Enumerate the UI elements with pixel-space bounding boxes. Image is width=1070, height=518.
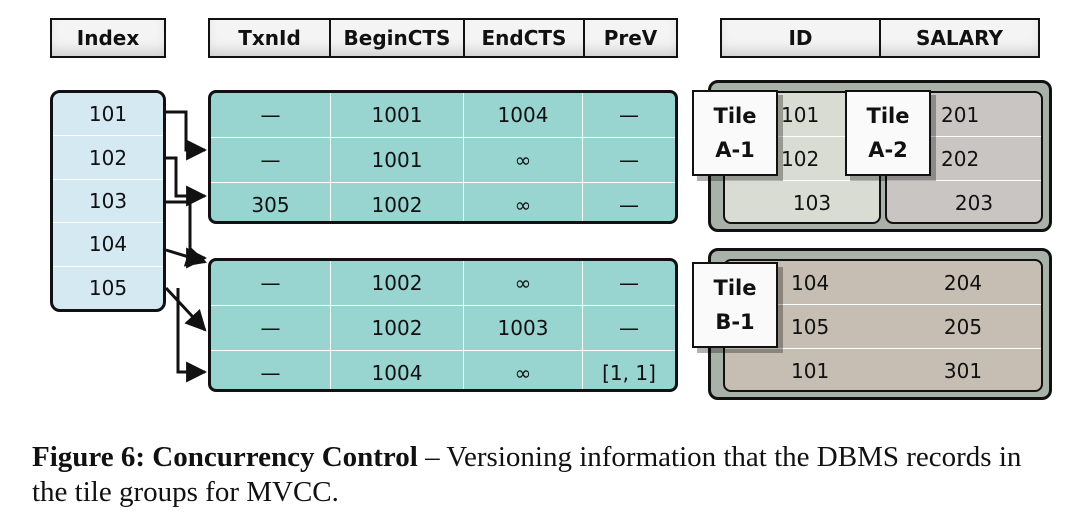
tile-a2-cell: 201 (887, 93, 1041, 137)
endcts-cell: ∞ (464, 138, 583, 182)
txnid-header: TxnId (210, 20, 331, 56)
table-row: 305 1002 ∞ — (211, 183, 675, 221)
tile-b1-label-line2: B-1 (715, 310, 755, 334)
tile-b1-salary: 204 (943, 270, 983, 295)
tile-a1-cell: 103 (792, 190, 832, 215)
tile-b1-label: Tile B-1 (692, 262, 778, 348)
prev-cell: — (619, 193, 639, 217)
id-header: ID (722, 20, 881, 56)
tile-b1-row: 104 204 (725, 261, 1041, 305)
arrow-105 (164, 286, 207, 332)
table-row: — 1001 1004 — (211, 93, 675, 138)
index-cell: 103 (53, 180, 163, 224)
arrow-104 (165, 246, 208, 267)
table-row: — 1002 1003 — (211, 306, 675, 351)
tile-a1-label-line2: A-1 (715, 138, 755, 162)
prev-cell: — (619, 103, 639, 127)
arrow-103 (166, 200, 208, 269)
endcts-cell: ∞ (464, 261, 583, 305)
prev-cell: [1, 1] (602, 361, 656, 385)
figure-caption-text: – Versioning information that the DBMS r… (32, 441, 1022, 508)
begincts-cell: 1002 (331, 306, 464, 350)
txnid-cell: — (211, 93, 331, 137)
begincts-header: BeginCTS (331, 20, 465, 56)
txnid-cell: — (211, 306, 331, 350)
figure-caption: Figure 6: Concurrency Control – Versioni… (32, 440, 1052, 510)
txnid-cell: 305 (211, 183, 331, 221)
data-header: ID SALARY (720, 18, 1040, 58)
endcts-cell: ∞ (464, 351, 583, 389)
tile-a2-label-line2: A-2 (868, 138, 908, 162)
index-header-label: Index (76, 26, 140, 50)
endcts-header: EndCTS (465, 20, 585, 56)
index-cell: 104 (53, 223, 163, 267)
index-cell: 101 (53, 93, 163, 137)
tile-b1-row: 105 205 (725, 305, 1041, 349)
index-column: 101 102 103 104 105 (50, 90, 166, 312)
tile-a1-cell: 102 (725, 137, 879, 181)
index-header: Index (50, 18, 166, 58)
prev-cell: — (619, 271, 639, 295)
txnid-cell: — (211, 138, 331, 182)
salary-header: SALARY (916, 26, 1003, 50)
tile-b1-id: 104 (791, 270, 830, 295)
endcts-cell: ∞ (464, 183, 583, 221)
endcts-cell: 1003 (464, 306, 583, 350)
endcts-cell: 1004 (464, 93, 583, 137)
begincts-cell: 1001 (331, 93, 464, 137)
prev-header: PreV (603, 26, 658, 50)
tile-b1-id: 101 (791, 358, 830, 383)
tile-b1-salary: 301 (943, 358, 983, 383)
tile-a2-label: Tile A-2 (845, 90, 931, 176)
table-row: — 1001 ∞ — (211, 138, 675, 183)
tile-a1-cell: 101 (725, 93, 879, 137)
tile-a1-label: Tile A-1 (692, 90, 778, 176)
begincts-cell: 1001 (331, 138, 464, 182)
begincts-cell: 1002 (331, 261, 464, 305)
begincts-cell: 1002 (331, 183, 464, 221)
version-header: TxnId BeginCTS EndCTS PreV (208, 18, 678, 58)
prev-cell: — (619, 316, 639, 340)
tile-b1-id: 105 (791, 314, 830, 339)
figure-caption-label: Figure 6: Concurrency Control (32, 441, 418, 473)
tile-b1-label-line1: Tile (713, 276, 757, 300)
txnid-cell: — (211, 261, 331, 305)
prev-cell: — (619, 148, 639, 172)
arrow-102 (166, 156, 208, 207)
begincts-cell: 1004 (331, 351, 464, 389)
tile-a2-cell: 203 (954, 190, 994, 215)
table-row: — 1002 ∞ — (211, 261, 675, 306)
version-table-1: — 1001 1004 — — 1001 ∞ — 305 1002 ∞ — (208, 90, 678, 224)
tile-b1-row: 101 301 (725, 349, 1041, 390)
version-table-2: — 1002 ∞ — — 1002 1003 — — 1004 ∞ [1, 1] (208, 258, 678, 392)
tile-a2-cell: 202 (887, 137, 1041, 181)
index-cell: 102 (53, 136, 163, 180)
table-row: — 1004 ∞ [1, 1] (211, 351, 675, 389)
arrow-105b (176, 288, 208, 383)
tile-a1-label-line1: Tile (713, 104, 757, 128)
txnid-cell: — (211, 351, 331, 389)
tile-b1-salary: 205 (943, 314, 983, 339)
index-cell: 105 (88, 275, 128, 300)
tile-a2-label-line1: Tile (866, 104, 910, 128)
arrow-101 (166, 110, 208, 161)
